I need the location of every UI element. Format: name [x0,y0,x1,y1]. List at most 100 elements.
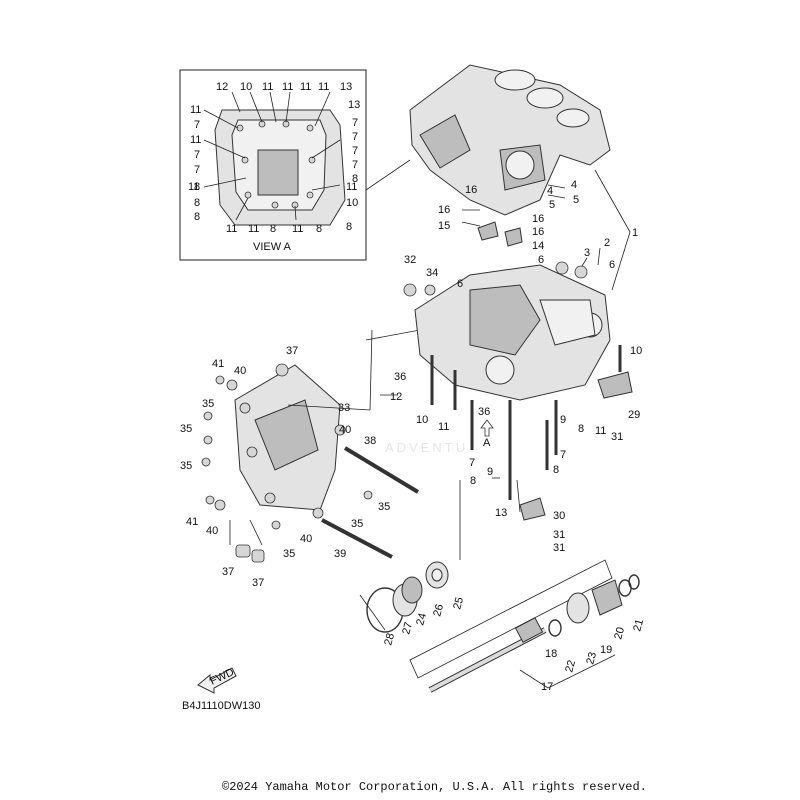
callout: 8 [578,423,584,435]
callouts: 1 2 3 4 4 5 5 6 6 6 7 7 8 8 8 9 9 10 10 … [180,179,646,693]
callout: 41 [212,358,224,370]
view-a-inset: 12 10 11 11 11 11 13 11 11 13 7 7 7 7 7 … [179,69,367,261]
callout: 35 [180,423,192,435]
view-callout: 7 [352,145,358,157]
view-callout: 8 [346,221,352,233]
callout: 29 [628,409,640,421]
callout: 12 [390,391,402,403]
callout: 13 [495,507,507,519]
view-callout: 13 [348,99,360,111]
view-callout: 7 [352,131,358,143]
view-callout: 8 [194,211,200,223]
callout: 6 [538,254,544,266]
callout: 40 [234,365,246,377]
callout: 11 [595,425,606,437]
callout: 37 [286,345,298,357]
view-callout: 8 [270,223,276,235]
bearing-group-left [366,561,449,633]
drawing-code: B4J1110DW130 [182,700,261,712]
callout: 25 [451,596,466,611]
view-callout: 8 [316,223,322,235]
callout: 36 [394,371,406,383]
callout: 4 [547,185,553,197]
view-callout: 12 [216,81,228,93]
view-callout: 8 [194,197,200,209]
callout: 35 [283,548,295,560]
view-callout: 11 [318,81,329,93]
view-callout: 11 [190,104,201,116]
callout: 33 [338,402,350,414]
callout: 39 [334,548,346,560]
callout: 19 [600,644,612,656]
callout: 35 [351,518,363,530]
small-parts [201,221,633,563]
view-a-arrow: A [480,419,494,449]
lower-crankcase [414,264,611,401]
callout: 24 [414,612,429,627]
copyright-text: ©2024 Yamaha Motor Corporation, U.S.A. A… [222,780,647,794]
callout: 10 [630,345,642,357]
view-callout: 10 [346,197,358,209]
callout: 38 [364,435,376,447]
callout: 9 [487,466,493,478]
callout: 17 [541,681,553,693]
view-callout: 11 [248,223,259,235]
view-callout: 7 [194,119,200,131]
view-callout: 8 [352,173,358,185]
callout: 6 [609,259,615,271]
callout: 1 [632,227,638,239]
callout: 11 [438,421,449,433]
callout: 18 [545,648,557,660]
leader-lines [229,169,631,689]
view-callout: 11 [188,181,199,193]
view-a-connector-2 [365,329,421,341]
callout: 31 [611,431,623,443]
callout: 30 [553,510,565,522]
view-callout: 11 [346,181,357,193]
view-a-callouts: 12 10 11 11 11 11 13 11 11 13 7 7 7 7 7 … [188,81,360,235]
callout: 26 [431,603,446,618]
callout: 34 [426,267,438,279]
callout: 31 [553,542,565,554]
callout: 8 [553,464,559,476]
callout: 15 [438,220,450,232]
view-callout: 7 [194,149,200,161]
callout: 21 [631,618,646,633]
callout: 5 [549,199,555,211]
callout: 10 [416,414,428,426]
callout: 40 [300,533,312,545]
callout: 16 [532,226,544,238]
bearing-group-right [548,574,640,637]
view-callout: 7 [352,159,358,171]
watermark: ADVENTU [385,440,468,455]
view-callout: 7 [352,117,358,129]
callout: 23 [584,651,599,666]
callout: 3 [584,247,590,259]
callout: 37 [252,577,264,589]
callout: 41 [186,516,198,528]
main-shaft [409,559,613,693]
callout: 16 [532,213,544,225]
upper-crankcase [409,64,611,216]
arrow-a-label: A [483,437,491,449]
fwd-label: FWD [208,666,236,687]
callout: 36 [478,406,490,418]
view-callout: 11 [226,223,237,235]
view-callout: 11 [262,81,273,93]
view-a-label: VIEW A [253,241,292,253]
callout: 22 [563,659,578,674]
callout: 35 [202,398,214,410]
view-a-connector [365,159,411,191]
view-callout: 10 [240,81,252,93]
callout: 40 [206,525,218,537]
callout: 16 [438,204,450,216]
callout: 40 [339,424,351,436]
callout: 35 [378,501,390,513]
callout: 32 [404,254,416,266]
long-bolts [321,345,622,559]
callout: 8 [470,475,476,487]
callout: 16 [465,184,477,196]
view-callout: 11 [282,81,293,93]
callout: 35 [180,460,192,472]
